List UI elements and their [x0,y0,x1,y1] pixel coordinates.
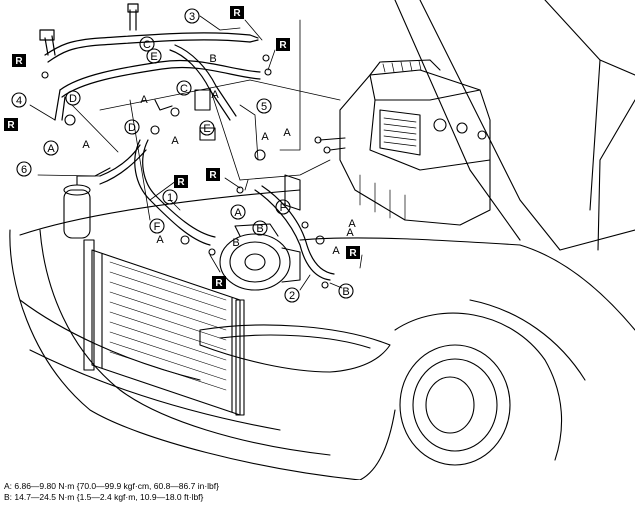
firewall [99,79,341,221]
brackets-fittings [41,54,329,289]
vehicle-body [9,0,635,480]
callout-f-1: F [154,221,161,233]
replace-marker: R [230,6,244,19]
replace-marker: R [276,38,290,51]
callout-c-1: C [143,39,151,51]
svg-text:R: R [7,120,15,131]
callout-f-2: F [280,202,287,214]
torque-marker-a: A [171,135,179,147]
leader-lines [29,15,363,291]
svg-text:R: R [177,177,185,188]
callout-6: 6 [21,164,27,176]
svg-text:R: R [279,40,287,51]
torque-legend: A: 6.86—9.80 N·m {70.0—99.9 kgf·cm, 60.8… [4,481,219,503]
callout-3: 3 [189,11,195,23]
callout-2: 2 [289,290,295,302]
torque-marker-a: A [346,227,354,239]
receiver-drier [63,167,111,239]
torque-marker-a: A [140,94,148,106]
svg-text:R: R [233,8,241,19]
torque-marker-a: A [156,234,164,246]
callout-circles [11,8,354,303]
callout-5: 5 [261,101,267,113]
torque-marker-a: A [211,89,219,101]
callout-d-1: D [69,93,77,105]
callout-b-2: B [342,286,349,298]
callout-a-1: A [47,143,55,155]
ac-piping-diagram: 1 2 3 4 5 6 A A B B C C D D E E F F A A … [4,0,635,480]
replace-marker: R [4,118,18,131]
torque-marker-b: B [232,237,239,249]
replace-marker: R [346,246,360,259]
callout-e-1: E [150,51,157,63]
replace-marker: R [12,54,26,67]
torque-marker-a: A [332,245,340,257]
callout-4: 4 [16,95,22,107]
replace-marker: R [206,168,220,181]
torque-marker-a: A [348,218,356,230]
svg-text:R: R [215,278,223,289]
callout-a-2: A [234,207,242,219]
callout-e-2: E [203,123,210,135]
torque-spec-b: B: 14.7—24.5 N·m {1.5—2.4 kgf·m, 10.9—18… [4,492,204,502]
replace-marker: R [212,276,226,289]
torque-marker-a: A [283,127,291,139]
replace-marker: R [174,175,188,188]
callout-b-1: B [256,223,263,235]
ac-compressor [219,223,301,291]
torque-marker-b: B [209,53,216,65]
callout-c-2: C [180,83,188,95]
svg-text:R: R [15,56,23,67]
svg-text:R: R [349,248,357,259]
ac-unit [314,59,491,226]
torque-marker-a: A [82,139,90,151]
torque-spec-a: A: 6.86—9.80 N·m {70.0—99.9 kgf·cm, 60.8… [4,481,219,491]
callout-d-2: D [128,122,136,134]
torque-marker-a: A [261,131,269,143]
svg-text:R: R [209,170,217,181]
condenser [83,239,245,416]
callout-1: 1 [167,192,173,204]
